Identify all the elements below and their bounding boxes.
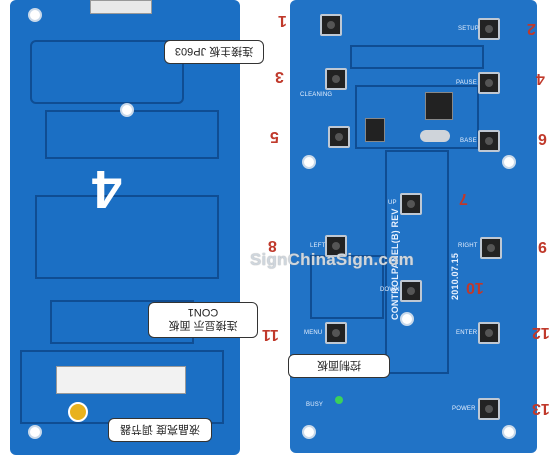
- left-pcb-board: 4: [10, 0, 240, 455]
- silk-setup: SETUP: [458, 26, 480, 32]
- marker-3: 3: [275, 68, 284, 85]
- silk-base: BASE: [460, 138, 477, 144]
- button-setup[interactable]: [478, 18, 500, 40]
- mount-hole: [28, 8, 42, 22]
- marker-11: 11: [262, 326, 279, 343]
- button-down[interactable]: [400, 280, 422, 302]
- button-1[interactable]: [320, 14, 342, 36]
- pcb-trace: [350, 45, 484, 69]
- callout-display: 连接显示 面板CON1: [148, 302, 258, 338]
- watermark-part-c: .com: [373, 250, 414, 269]
- marker-4: 4: [536, 70, 545, 87]
- button-power[interactable]: [478, 398, 500, 420]
- pcb-trace: [385, 150, 449, 374]
- mount-hole: [400, 312, 414, 326]
- mount-hole: [120, 103, 134, 117]
- button-right[interactable]: [480, 237, 502, 259]
- mount-hole: [28, 425, 42, 439]
- marker-1: 1: [278, 12, 287, 29]
- silk-down: DOWN: [380, 287, 400, 293]
- marker-7: 7: [459, 190, 468, 207]
- mount-hole: [302, 425, 316, 439]
- button-cleaning[interactable]: [325, 68, 347, 90]
- marker-6: 6: [538, 130, 547, 147]
- callout-control-panel: 控制面板: [288, 354, 390, 378]
- callout-brightness: 液晶亮度 调节器: [108, 418, 212, 442]
- mount-hole: [502, 155, 516, 169]
- silk-power: POWER: [452, 406, 476, 412]
- top-connector: [90, 0, 152, 14]
- watermark-part-b: Sign: [335, 250, 374, 269]
- silk-busy: BUSY: [306, 402, 324, 408]
- silk-pause: PAUSE: [456, 80, 477, 86]
- silk-enter: ENTER: [456, 330, 478, 336]
- button-enter[interactable]: [478, 322, 500, 344]
- silk-cleaning: CLEANING: [300, 92, 333, 98]
- pcb-trace: [355, 85, 479, 149]
- regulator-chip: [365, 118, 385, 142]
- board-digit: 4: [92, 159, 123, 219]
- pcb-trace: [30, 40, 184, 104]
- button-up[interactable]: [400, 193, 422, 215]
- marker-2: 2: [527, 20, 536, 37]
- marker-10: 10: [466, 279, 484, 296]
- right-pcb-board: SETUP PAUSE CLEANING BASE UP RIGHT LEFT …: [290, 0, 537, 453]
- microcontroller-chip: [425, 92, 453, 120]
- button-menu[interactable]: [325, 322, 347, 344]
- marker-13: 13: [532, 400, 550, 417]
- mount-hole: [302, 155, 316, 169]
- silk-menu: MENU: [304, 330, 323, 336]
- crystal: [420, 130, 450, 142]
- silk-left: LEFT: [310, 243, 326, 249]
- marker-12: 12: [532, 324, 550, 341]
- marker-5: 5: [270, 128, 279, 145]
- pcb-trace: [45, 110, 219, 159]
- button-left[interactable]: [325, 235, 347, 257]
- brightness-knob: [68, 402, 88, 422]
- pcb-trace: [35, 195, 219, 279]
- silk-up: UP: [388, 200, 397, 206]
- mount-hole: [502, 425, 516, 439]
- busy-led: [335, 396, 343, 404]
- button-5[interactable]: [328, 126, 350, 148]
- pcb-trace: [310, 255, 384, 319]
- callout-mainboard: 连接主板 JP603: [164, 40, 264, 64]
- silk-right: RIGHT: [458, 243, 478, 249]
- button-base[interactable]: [478, 130, 500, 152]
- watermark-part-a: SignChina: [250, 250, 336, 269]
- silk-date: 2010.07.15: [450, 252, 460, 300]
- button-pause[interactable]: [478, 72, 500, 94]
- bottom-connector: [56, 366, 186, 394]
- marker-9: 9: [538, 238, 547, 255]
- watermark: SignChinaSign.com: [250, 250, 414, 270]
